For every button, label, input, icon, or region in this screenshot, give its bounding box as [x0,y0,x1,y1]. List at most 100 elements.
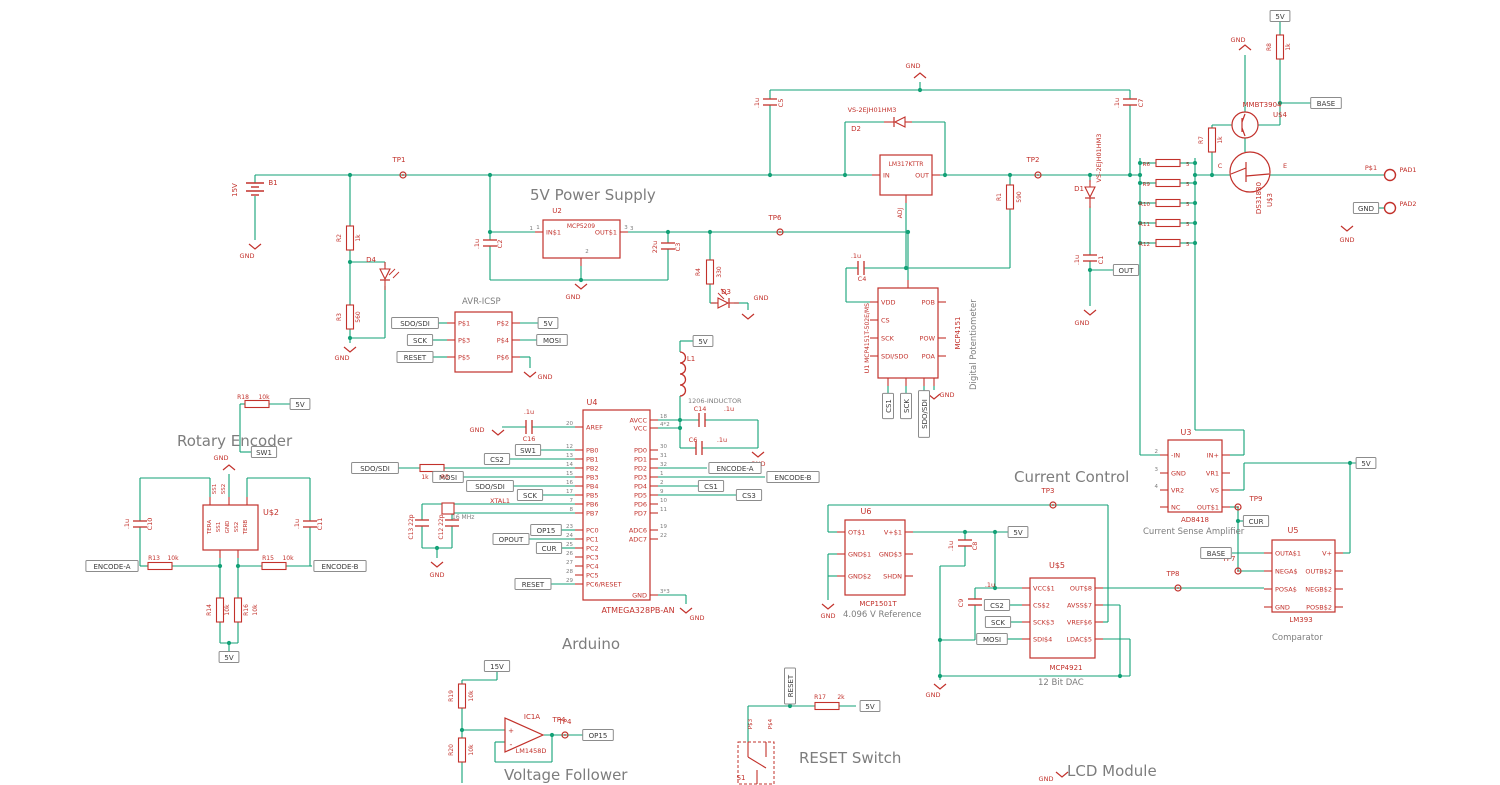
capacitor-C1[interactable] [1083,254,1097,262]
capacitor-C11[interactable] [303,520,317,528]
resistor-R3[interactable] [345,304,355,330]
net-flag-ENCODE-B[interactable]: ENCODE-B [313,560,367,572]
net-flag-CUR[interactable]: CUR [1242,515,1270,527]
testpoint-TP1[interactable]: TP1 [392,156,407,179]
testpoint-TP6[interactable]: TP6 [768,214,784,236]
net-flag-SCK[interactable]: SCK [984,616,1012,628]
net-flag-5V[interactable]: 5V [1269,10,1291,22]
pad-PAD2[interactable] [1383,201,1397,215]
net-flag-SCK[interactable]: SCK [900,392,912,420]
resistor-R1[interactable] [1005,184,1015,210]
capacitor-C13[interactable] [415,519,429,527]
testpoint-TP4[interactable]: TP4 [558,718,572,739]
net-flag-OPOUT[interactable]: OPOUT [492,533,530,545]
resistor-R10[interactable] [1155,198,1181,208]
crystal-16mhz[interactable] [441,502,455,515]
net-flag-SW1[interactable]: SW1 [250,446,278,458]
capacitor-C3[interactable] [661,242,675,250]
capacitor-C12[interactable] [445,519,459,527]
capacitor-C16[interactable] [525,420,533,434]
capacitor-C7[interactable] [1123,98,1137,106]
net-flag-5V[interactable]: 5V [289,398,311,410]
net-flag-5V[interactable]: 5V [1355,457,1377,469]
capacitor-C2[interactable] [483,239,497,247]
capacitor-C9[interactable] [968,598,982,606]
resistor-R4[interactable] [705,259,715,285]
resistor-R13[interactable] [147,561,173,571]
net-flag-CS3[interactable]: CS3 [735,489,763,501]
testpoint-TP2[interactable]: TP2 [1026,156,1042,179]
resistor-R11[interactable] [1155,218,1181,228]
net-flag-RESET[interactable]: RESET [396,351,434,363]
resistor-R7[interactable] [1207,127,1217,153]
led-D4[interactable] [379,262,400,290]
net-flag-OP15[interactable]: OP15 [582,729,614,741]
net-flag-MOSI[interactable]: MOSI [976,633,1008,645]
resistor-R9[interactable] [1155,178,1181,188]
testpoint-TP3[interactable]: TP3 [1041,487,1057,509]
pad-PAD1[interactable] [1383,168,1397,182]
net-flag-CS2[interactable]: CS2 [983,599,1011,611]
net-flag-SCK[interactable]: SCK [406,334,434,346]
net-flag-5V[interactable]: 5V [1007,526,1029,538]
diode-D1[interactable] [1084,180,1096,208]
net-flag-ENCODE-A[interactable]: ENCODE-A [708,462,762,474]
net-flag-5V[interactable]: 5V [692,335,714,347]
inductor-l1[interactable] [679,351,687,397]
net-flag-RESET[interactable]: RESET [514,578,552,590]
net-flag-15V[interactable]: 15V [483,660,511,672]
net-flag-CUR[interactable]: CUR [535,542,563,554]
resistor-R17[interactable] [814,701,840,711]
net-flag-OP15[interactable]: OP15 [530,524,562,536]
resistor-R16[interactable] [233,597,243,623]
capacitor-C10[interactable] [133,520,147,528]
resistor-R6[interactable] [1155,158,1181,168]
resistor-R15[interactable] [261,561,287,571]
resistor-R2[interactable] [345,225,355,251]
net-flag-SDO/SDI[interactable]: SDO/SDI [918,390,930,438]
net-flag-BASE[interactable]: BASE [1310,97,1342,109]
reset-switch-s1[interactable] [737,741,775,785]
testpoint-TP8[interactable]: TP8 [1166,570,1182,592]
net-flag-RESET[interactable]: RESET [784,667,796,705]
net-flag-5V[interactable]: 5V [859,700,881,712]
net-flag-SW1[interactable]: SW1 [514,444,542,456]
transistor-U$4[interactable] [1231,111,1259,139]
battery-b1[interactable] [246,182,264,196]
capacitor-C6[interactable] [695,441,703,455]
net-flag-OUT[interactable]: OUT [1112,264,1140,276]
net-flag-SDO/SDI[interactable]: SDO/SDI [466,480,514,492]
net-flag-5V[interactable]: 5V [537,317,559,329]
capacitor-C4[interactable] [857,261,865,275]
led-D3[interactable] [711,288,739,309]
net-flag-ENCODE-A[interactable]: ENCODE-A [85,560,139,572]
resistor-R12[interactable] [1155,238,1181,248]
opamp-ic1a[interactable] [504,717,545,753]
net-flag-CS1[interactable]: CS1 [697,480,725,492]
resistor-R18[interactable] [244,399,270,409]
net-flag-5V[interactable]: 5V [218,651,240,663]
capacitor-C8[interactable] [958,539,972,547]
net-flag-CS2[interactable]: CS2 [483,453,511,465]
rotary-encoder-u2[interactable] [202,497,259,558]
net-flag-BASE[interactable]: BASE [1200,547,1232,559]
transistor-U$3[interactable] [1229,151,1271,193]
net-flag-SCK[interactable]: SCK [516,489,544,501]
capacitor-C5[interactable] [763,98,777,106]
resistor-R8[interactable] [1275,34,1285,60]
resistor-R14[interactable] [215,597,225,623]
testpoint-TP9[interactable]: TP9 [1234,495,1262,511]
net-flag-ENCODE-B[interactable]: ENCODE-B [766,471,820,483]
resistor-R19[interactable] [457,683,467,709]
net-flag-MOSI[interactable]: MOSI [536,334,568,346]
resistor-R5[interactable] [419,463,445,473]
net-flag-SDO/SDI[interactable]: SDO/SDI [391,317,439,329]
